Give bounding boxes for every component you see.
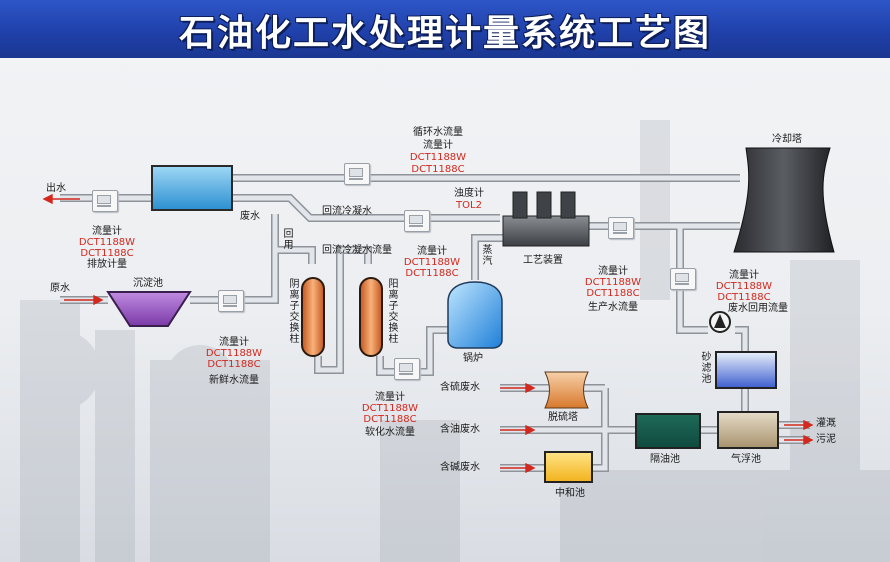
flotation-tank-label: 气浮池	[731, 454, 761, 465]
return-condensate-flow-label: 回流冷凝水流量	[322, 245, 392, 256]
process-unit-shape	[502, 191, 590, 247]
raw-water-label: 原水	[50, 283, 70, 294]
turbidity-meter-name: 浊度计	[454, 188, 484, 199]
desulfur-tower-shape	[544, 371, 589, 409]
waste-water-label: 废水	[240, 211, 260, 222]
sand-filter-shape	[715, 351, 777, 389]
production-meter-model-c: DCT1188C	[586, 288, 640, 299]
neutral-tank-shape	[544, 451, 593, 483]
anion-column-label: 阴离子交换柱	[287, 278, 298, 344]
circ-meter-title: 循环水流量	[413, 127, 463, 138]
oil-separator-shape	[635, 413, 701, 449]
neutral-tank-label: 中和池	[555, 488, 585, 499]
reuse-meter-model-c: DCT1188C	[717, 292, 771, 303]
sludge-label: 污泥	[816, 434, 836, 445]
reuse-meter-name: 流量计	[729, 270, 759, 281]
boiler-shape	[447, 281, 503, 349]
soft-meter-model-c: DCT1188C	[363, 414, 417, 425]
page-title: 石油化工水处理计量系统工艺图	[178, 13, 711, 54]
reuse-meter-desc: 废水回用流量	[728, 303, 788, 314]
circ-meter-model-c: DCT1188C	[411, 164, 465, 175]
sulfur-water-label: 含硫废水	[440, 382, 480, 393]
return-meter-model-w: DCT1188W	[403, 257, 461, 268]
production-meter-desc: 生产水流量	[588, 302, 638, 313]
anion-column-shape	[301, 277, 325, 357]
settling-tank-shape	[106, 291, 192, 327]
soft-meter-name: 流量计	[375, 392, 405, 403]
return-condensate-label: 回流冷凝水	[322, 206, 372, 217]
water-tank-shape	[151, 165, 233, 211]
production-meter-model-w: DCT1188W	[584, 277, 642, 288]
process-unit-label: 工艺装置	[523, 255, 563, 266]
return-meter-name: 流量计	[417, 246, 447, 257]
pump-shape	[709, 311, 731, 333]
alkali-water-label: 含碱废水	[440, 462, 480, 473]
irrigation-label: 灌溉	[816, 418, 836, 429]
fresh-meter-model-c: DCT1188C	[207, 359, 261, 370]
fresh-meter-name: 流量计	[219, 337, 249, 348]
flotation-tank-shape	[717, 411, 779, 449]
return-flowmeter-icon[interactable]	[404, 210, 430, 232]
production-meter-name: 流量计	[598, 266, 628, 277]
soft-meter-model-w: DCT1188W	[361, 403, 419, 414]
desulfur-tower-label: 脱硫塔	[548, 412, 578, 423]
cation-column-shape	[359, 277, 383, 357]
outlet-water-label: 出水	[46, 183, 66, 194]
cation-column-label: 阳离子交换柱	[386, 278, 397, 344]
circ-meter-name: 流量计	[423, 140, 453, 151]
discharge-meter-name: 流量计	[92, 226, 122, 237]
oil-water-label: 含油废水	[440, 424, 480, 435]
cooling-tower-shape	[733, 147, 835, 253]
settling-tank-label: 沉淀池	[133, 278, 163, 289]
soft-water-flowmeter-icon[interactable]	[394, 358, 420, 380]
fresh-meter-model-w: DCT1188W	[205, 348, 263, 359]
reuse-meter-model-w: DCT1188W	[715, 281, 773, 292]
return-use-label: 回用	[281, 228, 292, 250]
boiler-label: 锅炉	[463, 353, 483, 364]
fresh-meter-desc: 新鲜水流量	[209, 375, 259, 386]
discharge-meter-model-w: DCT1188W	[78, 237, 136, 248]
background-silhouettes	[20, 120, 890, 562]
cooling-tower-label: 冷却塔	[772, 134, 802, 145]
circulating-flowmeter-icon[interactable]	[344, 163, 370, 185]
discharge-flowmeter-icon[interactable]	[92, 190, 118, 212]
discharge-meter-model-c: DCT1188C	[80, 248, 134, 259]
title-banner	[0, 0, 890, 58]
reuse-flowmeter-icon[interactable]	[670, 268, 696, 290]
flow-arrows	[42, 193, 814, 474]
fresh-water-flowmeter-icon[interactable]	[218, 290, 244, 312]
discharge-meter-desc: 排放计量	[87, 259, 127, 270]
circ-meter-model-w: DCT1188W	[409, 152, 467, 163]
production-flowmeter-icon[interactable]	[608, 217, 634, 239]
turbidity-meter-model: TOL2	[456, 200, 482, 211]
soft-meter-desc: 软化水流量	[365, 427, 415, 438]
steam-label: 蒸汽	[480, 244, 491, 266]
return-meter-model-c: DCT1188C	[405, 268, 459, 279]
sand-filter-label: 砂滤池	[699, 351, 710, 384]
oil-separator-label: 隔油池	[650, 454, 680, 465]
